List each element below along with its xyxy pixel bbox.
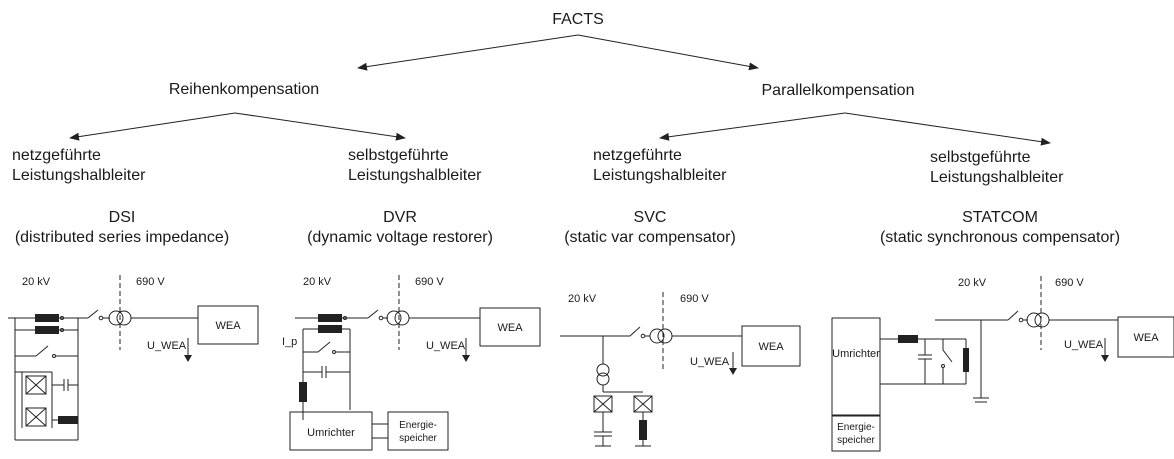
device-dvr: DVR (dynamic voltage restorer) — [307, 209, 493, 246]
svg-text:selbstgeführte: selbstgeführte — [348, 147, 449, 164]
svg-text:Leistungshalbleiter: Leistungshalbleiter — [593, 167, 727, 184]
svg-text:STATCOM: STATCOM — [962, 209, 1038, 226]
svg-text:U_WEA: U_WEA — [147, 340, 187, 352]
type-line-commutated-2: netzgeführte Leistungshalbleiter — [593, 147, 727, 184]
svg-text:U_WEA: U_WEA — [690, 356, 730, 368]
svg-text:20 kV: 20 kV — [22, 276, 51, 288]
svg-text:690 V: 690 V — [1055, 277, 1084, 289]
svg-text:(dynamic voltage restorer): (dynamic voltage restorer) — [307, 229, 493, 246]
root-title: FACTS — [552, 11, 604, 28]
svg-text:selbstgeführte: selbstgeführte — [930, 149, 1031, 166]
circuit-dsi: 20 kV 690 V WEA U_WEA — [8, 275, 259, 441]
arrow-series-left — [69, 112, 236, 141]
svg-text:speicher: speicher — [399, 433, 437, 444]
device-statcom: STATCOM (static synchronous compensator) — [880, 209, 1120, 246]
svg-text:Leistungshalbleiter: Leistungshalbleiter — [12, 167, 146, 184]
svg-text:Umrichter: Umrichter — [832, 348, 880, 360]
type-self-commutated-1: selbstgeführte Leistungshalbleiter — [348, 147, 482, 184]
svg-text:Leistungshalbleiter: Leistungshalbleiter — [930, 169, 1064, 186]
device-dsi: DSI (distributed series impedance) — [15, 209, 229, 246]
device-svc: SVC (static var compensator) — [564, 209, 736, 246]
arrow-root-to-series — [357, 34, 579, 71]
svg-text:Energie-: Energie- — [837, 422, 875, 433]
svg-text:690 V: 690 V — [136, 276, 165, 288]
arrow-parallel-right — [844, 112, 1051, 146]
svg-text:SVC: SVC — [634, 209, 667, 226]
svg-text:WEA: WEA — [1133, 332, 1159, 344]
svg-text:DSI: DSI — [109, 209, 136, 226]
svg-text:690 V: 690 V — [415, 276, 444, 288]
svg-text:DVR: DVR — [383, 209, 417, 226]
svg-text:netzgeführte: netzgeführte — [593, 147, 682, 164]
svg-text:(static var compensator): (static var compensator) — [564, 229, 736, 246]
svg-text:WEA: WEA — [497, 322, 523, 334]
svg-text:(distributed series impedance): (distributed series impedance) — [15, 229, 229, 246]
arrow-series-right — [234, 112, 406, 141]
type-self-commutated-2: selbstgeführte Leistungshalbleiter — [930, 149, 1064, 186]
svg-text:(static synchronous compensato: (static synchronous compensator) — [880, 229, 1120, 246]
svg-text:WEA: WEA — [215, 320, 241, 332]
svg-text:Umrichter: Umrichter — [307, 427, 355, 439]
series-compensation-label: Reihenkompensation — [169, 81, 319, 98]
parallel-compensation-label: Parallelkompensation — [762, 82, 915, 99]
svg-text:690 V: 690 V — [680, 293, 709, 305]
svg-text:WEA: WEA — [758, 341, 784, 353]
svg-text:20 kV: 20 kV — [568, 293, 597, 305]
svg-text:Leistungshalbleiter: Leistungshalbleiter — [348, 167, 482, 184]
svg-text:Energie-: Energie- — [399, 420, 437, 431]
svg-text:netzgeführte: netzgeführte — [12, 147, 101, 164]
circuit-svc: 20 kV 690 V WEA U_WEA — [560, 292, 801, 447]
arrow-parallel-left — [659, 112, 846, 141]
svg-text:20 kV: 20 kV — [303, 276, 332, 288]
type-line-commutated-1: netzgeführte Leistungshalbleiter — [12, 147, 146, 184]
arrow-root-to-parallel — [577, 34, 759, 71]
svg-text:U_WEA: U_WEA — [1064, 339, 1104, 351]
circuit-statcom: 20 kV 690 V WEA U_WEA Umrichter Energie-… — [831, 276, 1174, 452]
circuit-dvr: 20 kV 690 V WEA U_WEA I_p Umrichter — [282, 275, 541, 451]
svg-text:speicher: speicher — [837, 435, 875, 446]
svg-text:I_p: I_p — [282, 336, 297, 348]
svg-text:U_WEA: U_WEA — [426, 340, 466, 352]
svg-text:20 kV: 20 kV — [958, 277, 987, 289]
